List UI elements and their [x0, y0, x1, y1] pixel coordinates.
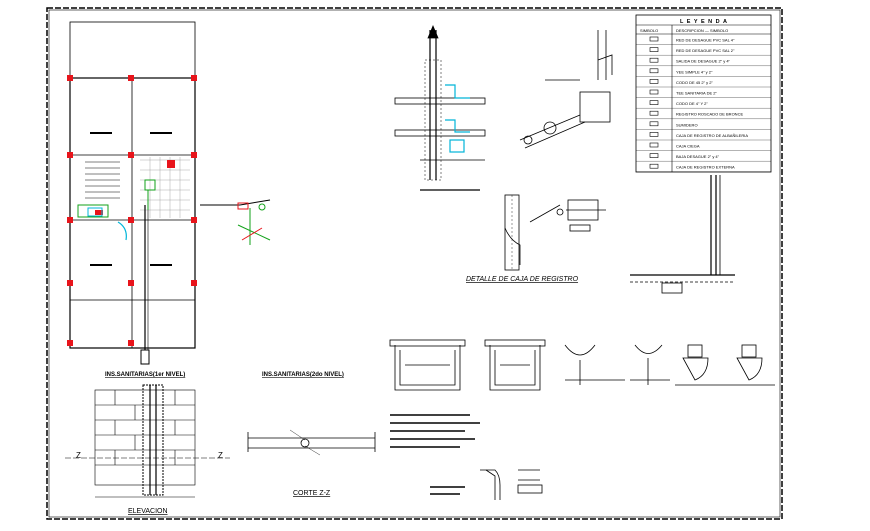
legend-symbol-icon: [649, 132, 659, 137]
legend-symbol-icon: [649, 100, 659, 105]
plan1-title: INS.SANITARIAS(1er NIVEL): [105, 372, 185, 378]
legend-item-label: SUMIDERO: [676, 122, 698, 127]
legend-item-label: REGISTRO ROSCADO DE BRONCE: [676, 112, 743, 117]
legend-symbol-icon: [649, 142, 659, 148]
elevacion-title: ELEVACION: [128, 508, 168, 515]
legend-item-label: TEE SANITARIA DE 2": [676, 91, 717, 96]
legend-symbol-icon: [649, 79, 659, 84]
sanitary-fixtures: [564, 344, 775, 386]
elbow-details: [430, 469, 543, 500]
legend-symbol-icon: [649, 153, 659, 158]
legend-item-label: SALIDA DE DESAGUE 2" y 4": [676, 59, 731, 64]
floor-plan: [69, 21, 196, 365]
plan-fixtures: [77, 179, 156, 218]
legend-item-label: CODO DE 45 2" y 2": [676, 80, 713, 85]
legend-symbol-icon: [649, 89, 659, 95]
legend-item-label: RED DE DESAGUE PVC SAL 2": [676, 48, 735, 53]
detalle-title: DETALLE DE CAJA DE REGISTRO: [466, 276, 579, 283]
registro-boxes: [389, 339, 546, 391]
riser-cyan-fixtures: [445, 84, 470, 153]
corte-title: CORTE Z-Z: [293, 490, 331, 497]
legend-symbol-icon: [649, 57, 659, 63]
legend-symbol-icon: [649, 68, 659, 74]
legend-item-label: CAJA DE REGISTRO EXTERNA: [676, 165, 735, 170]
legend-symbol-icon: [649, 163, 659, 169]
legend-symbol-icon: [649, 47, 659, 52]
caja-detail: [504, 194, 606, 271]
riser-detail: [394, 24, 486, 191]
pipe-isometric: [519, 30, 613, 149]
legend-header-symbol: SIMBOLO: [640, 28, 658, 33]
sheet-border: [46, 7, 783, 520]
legend-rows: RED DE DESAGUE PVC SAL 4" RED DE DESAGUE …: [636, 36, 771, 172]
legend-item-label: CAJA DE REGISTRO DE ALBAÑILERIA: [676, 133, 748, 138]
legend-item-label: CAJA CIEGA: [676, 144, 700, 149]
plan2-title: INS.SANITARIAS(2do NIVEL): [262, 372, 344, 378]
note-lines: [390, 414, 480, 448]
column-marks: [67, 75, 197, 346]
legend-header-desc: DESCRIPCION — SIMBOLO: [676, 28, 728, 33]
legend-table: L E Y E N D A SIMBOLO DESCRIPCION — SIMB…: [635, 14, 772, 173]
legend-symbol-icon: [649, 36, 659, 42]
legend-item-label: YEE SIMPLE 4" y 2": [676, 69, 713, 74]
vertical-section: [630, 175, 735, 294]
isometric-branch: [200, 199, 271, 245]
legend-item-label: BAJA DESAGUE 2" y 4": [676, 154, 720, 159]
legend-item-label: CODO DE 4" Y 2": [676, 101, 708, 106]
legend-symbol-icon: [649, 121, 659, 127]
corte-detail: [247, 429, 376, 456]
elevation-detail: [65, 384, 230, 498]
z-marker-right: Z: [218, 451, 223, 460]
legend-item-label: RED DE DESAGUE PVC SAL 4": [676, 38, 735, 43]
legend-symbol-icon: [649, 110, 659, 116]
sheet-inner-border: [48, 9, 781, 518]
z-marker-left: Z: [76, 451, 81, 460]
legend-title: L E Y E N D A: [680, 19, 728, 25]
